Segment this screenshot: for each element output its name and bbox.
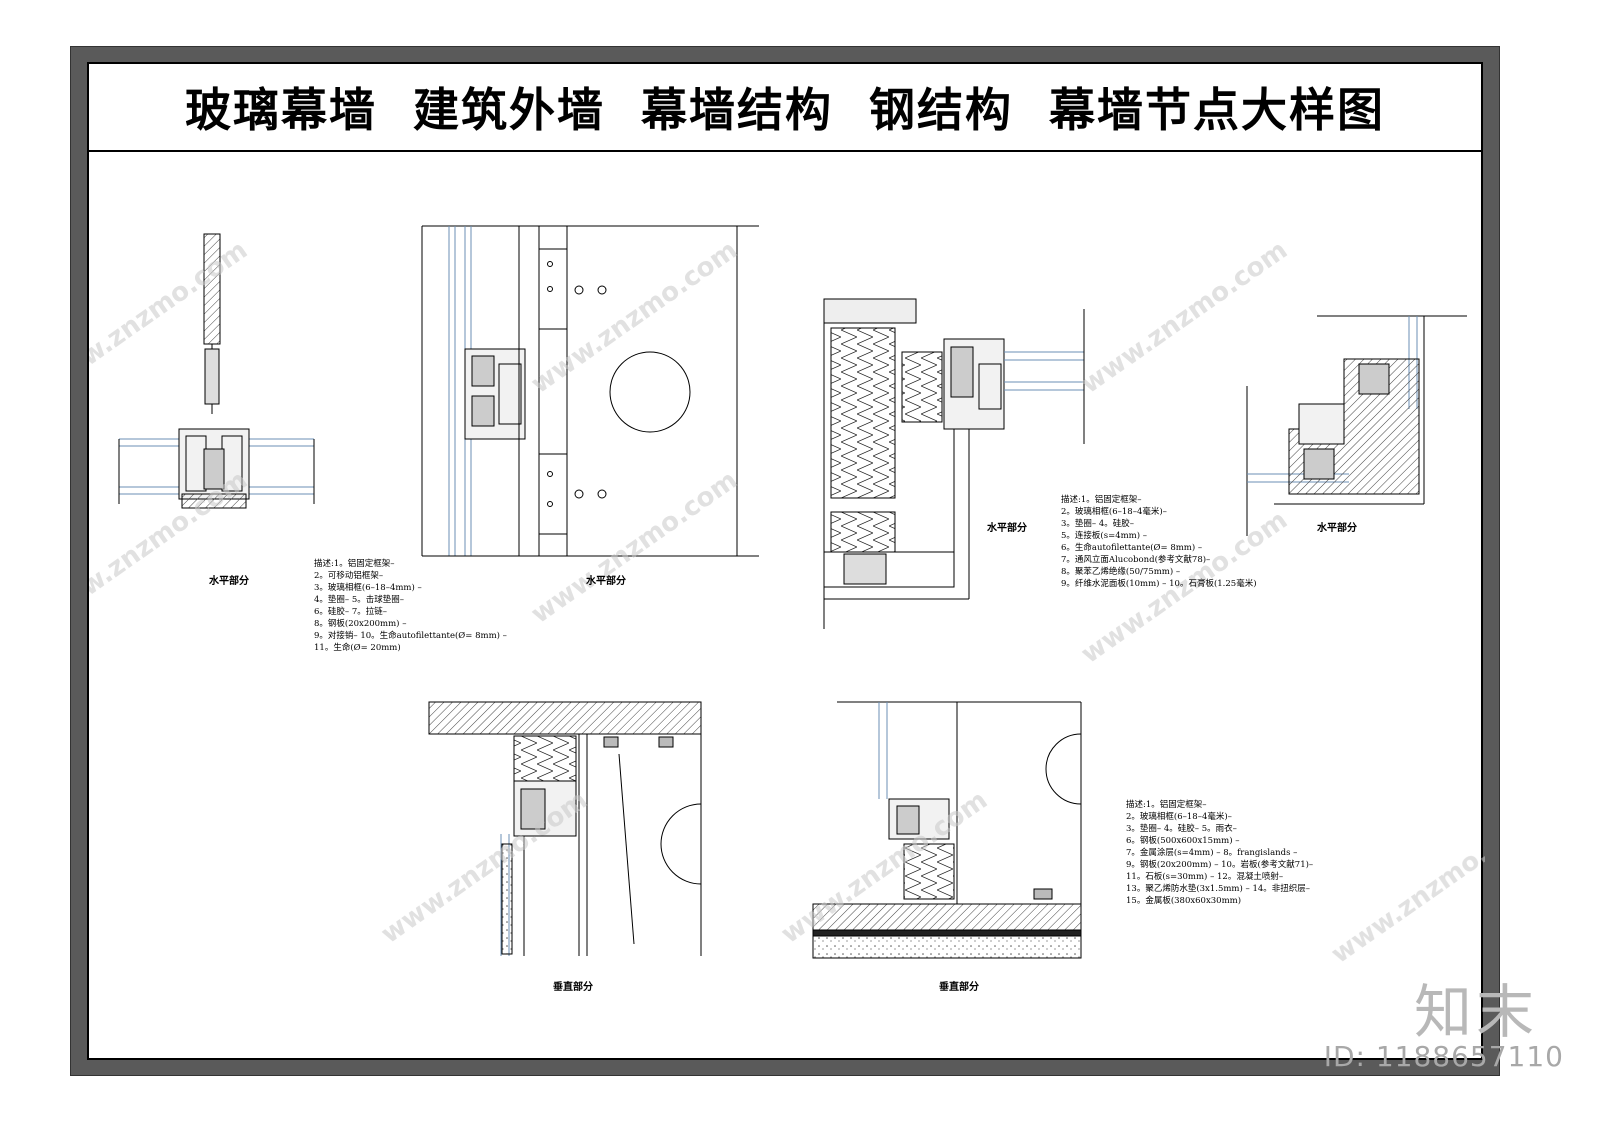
watermark-text: www.znzmo.com [1326, 805, 1485, 970]
caption-detail-6: 垂直部分 [939, 982, 979, 993]
legend-line: 13。聚乙烯防水垫(3x1.5mm) – 14。非扭织层– [1126, 884, 1311, 894]
legend-line: 6。生命autofilettante(Ø= 8mm) – [1061, 543, 1203, 553]
sheet-title: 玻璃幕墙 建筑外墙 幕墙结构 钢结构 幕墙节点大样图 [184, 83, 1386, 137]
detail-6-vertical-section [812, 701, 1082, 959]
legend-line: 4。垫圈– 5。击球垫圈– [314, 595, 405, 605]
legend-notes-1: 描述:1。铝固定框架– 2。可移动铝框架– 3。玻璃相框(6–18–4mm) –… [314, 558, 507, 654]
legend-line: 8。聚苯乙烯绝缘(50/75mm) – [1061, 567, 1181, 577]
caption-detail-5: 垂直部分 [553, 982, 593, 993]
asset-id-label: ID: 1188657110 [1323, 1040, 1564, 1073]
legend-line: 9。钢板(20x200mm) – 10。岩板(参考文献71)– [1126, 860, 1314, 870]
watermark-text: www.znzmo.com [1076, 235, 1293, 400]
legend-line: 3。垫圈– 4。硅胶– 5。雨衣– [1126, 824, 1237, 834]
watermark-text: www.znzmo.com [89, 235, 253, 400]
watermark-text: www.znzmo.com [89, 465, 253, 630]
legend-line: 9。对接销– 10。生命autofilettante(Ø= 8mm) – [314, 631, 507, 641]
legend-line: 3。玻璃相框(6–18–4mm) – [314, 583, 422, 593]
detail-3-horizontal-section [823, 298, 1085, 629]
watermark-text: www.znzmo.com [376, 785, 593, 950]
detail-2-horizontal-section [421, 225, 759, 557]
legend-line: 2。玻璃相框(6–18–4毫米)– [1126, 812, 1232, 822]
caption-detail-2: 水平部分 [586, 576, 626, 587]
legend-line: 8。钢板(20x200mm) – [314, 619, 407, 629]
legend-line: 2。玻璃相框(6–18–4毫米)– [1061, 507, 1167, 517]
caption-detail-4: 水平部分 [1317, 523, 1357, 534]
legend-line: 6。硅胶– 7。拉链– [314, 607, 388, 617]
detail-drawings: www.znzmo.com www.znzmo.com www.znzmo.co… [89, 225, 1485, 970]
legend-line: 9。纤维水泥面板(10mm) – 10。石膏板(1.25毫米) [1061, 579, 1257, 589]
detail-5-vertical-section [428, 701, 702, 956]
detail-4-horizontal-section [1246, 315, 1467, 536]
legend-line: 5。连接板(s=4mm) – [1061, 531, 1148, 541]
legend-line: 11。石板(s=30mm) – 12。混凝土喷射– [1126, 872, 1284, 882]
caption-detail-1: 水平部分 [209, 576, 249, 587]
legend-line: 描述:1。铝固定框架– [1061, 495, 1142, 505]
caption-detail-3: 水平部分 [987, 523, 1027, 534]
title-bar: 玻璃幕墙 建筑外墙 幕墙结构 钢结构 幕墙节点大样图 [89, 64, 1481, 152]
brand-logo: 知末 [1413, 978, 1538, 1046]
legend-notes-2: 描述:1。铝固定框架– 2。玻璃相框(6–18–4毫米)– 3。垫圈– 4。硅胶… [1061, 494, 1257, 590]
legend-line: 描述:1。铝固定框架– [1126, 800, 1207, 810]
legend-line: 6。钢板(500x600x15mm) – [1126, 836, 1240, 846]
legend-line: 11。生命(Ø= 20mm) [314, 643, 401, 653]
legend-line: 2。可移动铝框架– [314, 571, 384, 581]
legend-line: 7。金属涂层(s=4mm) – 8。frangislands – [1126, 848, 1298, 858]
drawing-sheet: 玻璃幕墙 建筑外墙 幕墙结构 钢结构 幕墙节点大样图 [87, 62, 1485, 1060]
detail-1-horizontal-section [118, 233, 315, 509]
watermark-text: www.znzmo.com [526, 465, 743, 630]
legend-line: 7。通风立面Alucobond(参考文献78)– [1061, 555, 1211, 565]
legend-notes-3: 描述:1。铝固定框架– 2。玻璃相框(6–18–4毫米)– 3。垫圈– 4。硅胶… [1126, 799, 1313, 907]
legend-line: 3。垫圈– 4。硅胶– [1061, 519, 1135, 529]
legend-line: 描述:1。铝固定框架– [314, 559, 395, 569]
watermark-text: www.znzmo.com [526, 235, 743, 400]
legend-line: 15。金属板(380x60x30mm) [1126, 896, 1242, 906]
